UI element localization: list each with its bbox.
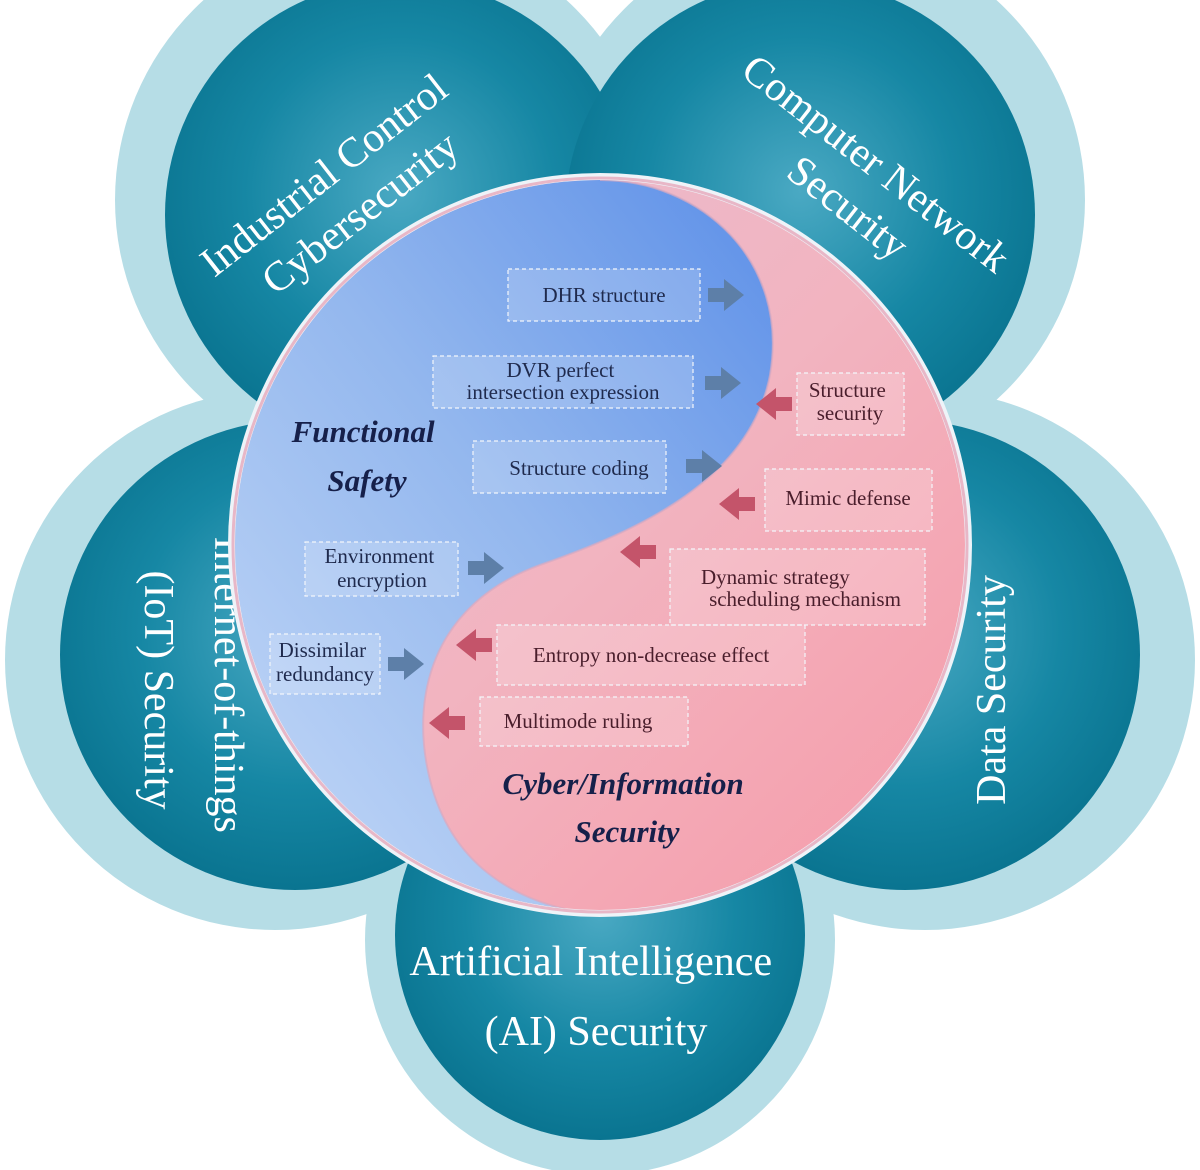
- svg-text:Multimode ruling: Multimode ruling: [504, 709, 653, 733]
- functional-item-structure-coding: Structure coding: [472, 440, 722, 494]
- arrow-right-icon: [388, 648, 424, 680]
- svg-text:Mimic defense: Mimic defense: [785, 486, 910, 510]
- svg-text:Entropy non-decrease effect: Entropy non-decrease effect: [533, 643, 769, 667]
- center-yin-yang: [228, 173, 972, 917]
- arrow-left-icon: [620, 536, 656, 568]
- functional-item-dissimilar: Dissimilar redundancy: [269, 633, 424, 695]
- petal-label-ai: Artificial Intelligence (AI) Security: [409, 939, 782, 1055]
- functional-safety-title: Functional Safety: [291, 414, 443, 498]
- svg-text:DVR perfect intersect: DVR perfect intersection expression: [466, 358, 660, 404]
- security-item-structure-security: Structure security: [756, 372, 905, 436]
- arrow-left-icon: [756, 388, 792, 420]
- arrow-left-icon: [429, 707, 465, 739]
- arrow-left-icon: [456, 629, 492, 661]
- petal-label-data: Data Security: [969, 575, 1015, 805]
- svg-text:Dissimilar redundancy: Dissimilar redundancy: [276, 638, 374, 686]
- center-border: [231, 176, 969, 914]
- functional-item-dhr: DHR structure: [507, 268, 744, 322]
- svg-text:DHR structure: DHR structure: [542, 283, 665, 307]
- security-item-dynamic-strategy: Dynamic strategy scheduling mechanism: [620, 536, 926, 626]
- functional-zone: [235, 180, 773, 910]
- security-items: Structure security Mimic defense Dynamic…: [429, 372, 933, 747]
- arrow-left-icon: [719, 488, 755, 520]
- functional-item-dvr: DVR perfect intersection expression: [432, 355, 741, 409]
- svg-text:Structure security: Structure security: [809, 378, 891, 425]
- svg-text:Structure coding: Structure coding: [509, 456, 649, 480]
- svg-text:Dynamic strategy sched: Dynamic strategy scheduling mechanism: [701, 565, 901, 611]
- security-item-mimic-defense: Mimic defense: [719, 468, 933, 532]
- arrow-right-icon: [705, 367, 741, 399]
- svg-text:Environment encryption: Environment encryption: [325, 544, 440, 592]
- security-item-multimode: Multimode ruling: [429, 696, 689, 747]
- yin-yang-divider: [422, 180, 774, 910]
- arrow-right-icon: [686, 450, 722, 482]
- functional-item-environment: Environment encryption: [304, 541, 504, 597]
- cyber-security-title: Cyber/Information Security: [503, 766, 752, 849]
- petal-label-iot: Internet-of-things (IoT) Security: [135, 537, 251, 844]
- functional-items: DHR structure DVR perfect intersection e…: [269, 268, 744, 695]
- security-item-entropy: Entropy non-decrease effect: [456, 624, 806, 686]
- arrow-right-icon: [468, 552, 504, 584]
- arrow-right-icon: [708, 279, 744, 311]
